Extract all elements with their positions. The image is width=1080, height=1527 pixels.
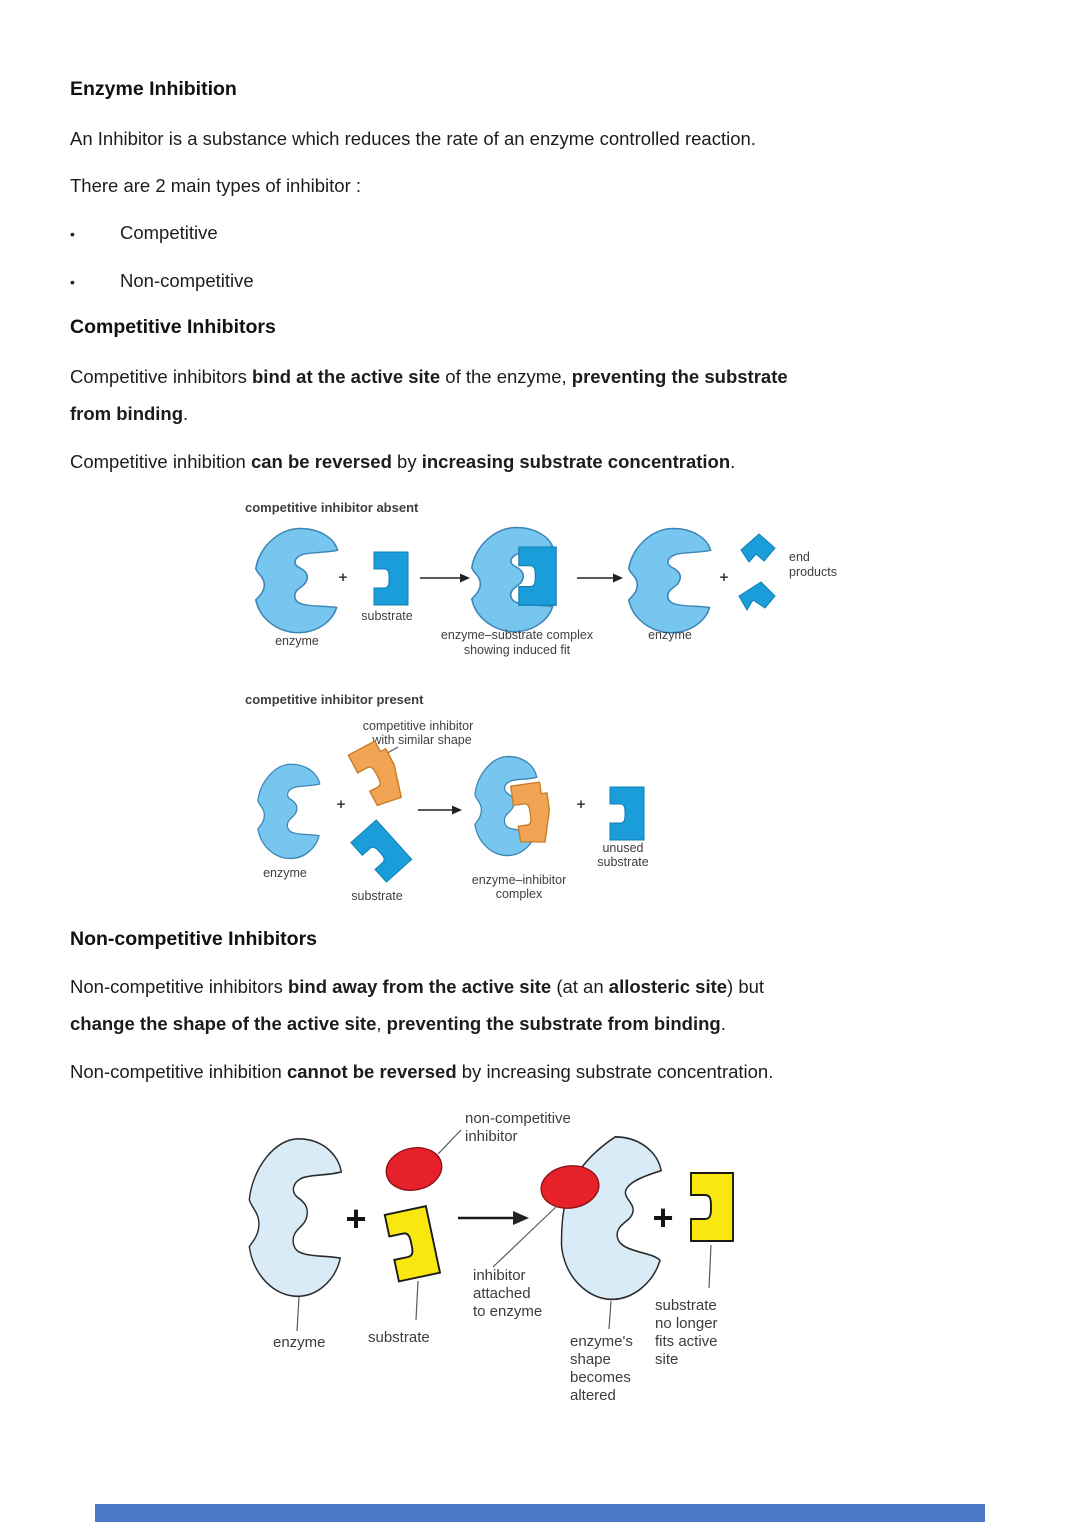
leader-line bbox=[415, 1280, 419, 1321]
plus-sign: + bbox=[345, 1198, 366, 1239]
noncompetitive-inhibitor-label-line1: non-competitive bbox=[465, 1110, 571, 1127]
plus-sign: + bbox=[577, 796, 586, 813]
plus-sign: + bbox=[337, 796, 346, 813]
complex-label-line2: showing induced fit bbox=[464, 643, 571, 657]
inhibitor-attached-label-line1: inhibitor bbox=[473, 1267, 526, 1284]
bullet-icon: • bbox=[70, 274, 75, 290]
enzyme-label: enzyme bbox=[648, 628, 692, 642]
bullet-item-competitive: • Competitive bbox=[70, 222, 218, 244]
leader-line bbox=[492, 1204, 559, 1268]
substrate-nofit-label-line4: site bbox=[655, 1351, 678, 1368]
page-title: Enzyme Inhibition bbox=[70, 78, 237, 100]
competitive-paragraph-2: Competitive inhibition can be reversed b… bbox=[70, 451, 736, 472]
substrate-nofit-label-line3: fits active bbox=[655, 1333, 718, 1350]
inhibitor-attached-shape bbox=[540, 1165, 600, 1209]
substrate-shape bbox=[383, 1205, 442, 1283]
arrow-icon bbox=[577, 573, 623, 583]
substrate-nofit-label-line2: no longer bbox=[655, 1315, 718, 1332]
enzyme-shape bbox=[248, 1137, 343, 1298]
enzyme-substrate-complex-shape bbox=[470, 526, 557, 633]
types-paragraph: There are 2 main types of inhibitor : bbox=[70, 175, 362, 196]
arrow-icon bbox=[420, 573, 470, 583]
leader-line bbox=[296, 1296, 300, 1332]
plus-sign: + bbox=[652, 1197, 673, 1238]
end-products-label-line1: end bbox=[789, 550, 810, 564]
altered-enzyme-label-line4: altered bbox=[570, 1387, 616, 1404]
end-product-shape bbox=[738, 581, 776, 611]
competitive-paragraph-1: Competitive inhibitors bind at the activ… bbox=[70, 366, 788, 424]
substrate-shape bbox=[373, 551, 409, 606]
enzyme-label: enzyme bbox=[273, 1334, 326, 1351]
diagram-noncompetitive: non-competitive inhibitor + + inhibitor bbox=[248, 1110, 734, 1404]
altered-enzyme-label-line2: shape bbox=[570, 1351, 611, 1368]
noncompetitive-inhibitor-shape bbox=[385, 1146, 443, 1192]
enzyme-label: enzyme bbox=[275, 634, 319, 648]
end-product-shape bbox=[740, 533, 776, 563]
intro-paragraph: An Inhibitor is a substance which reduce… bbox=[70, 128, 756, 149]
plus-sign: + bbox=[720, 569, 729, 586]
substrate-label: substrate bbox=[368, 1329, 430, 1346]
enzyme-shape bbox=[257, 763, 321, 860]
noncompetitive-heading: Non-competitive Inhibitors bbox=[70, 928, 318, 950]
bullet-icon: • bbox=[70, 226, 75, 242]
unused-substrate-label-line1: unused bbox=[602, 841, 643, 855]
enzyme-shape bbox=[254, 527, 339, 634]
noncompetitive-paragraph-2: Non-competitive inhibition cannot be rev… bbox=[70, 1061, 774, 1082]
diagram-competitive-absent: competitive inhibitor absent + substrate… bbox=[245, 500, 837, 657]
end-products-label-line2: products bbox=[789, 565, 837, 579]
diagram-title: competitive inhibitor present bbox=[245, 692, 424, 707]
altered-enzyme-shape bbox=[560, 1136, 663, 1301]
inhibitor-attached-label-line2: attached bbox=[473, 1285, 531, 1302]
enzyme-label: enzyme bbox=[263, 866, 307, 880]
altered-enzyme-label-line3: becomes bbox=[570, 1369, 631, 1386]
leader-line bbox=[608, 1300, 612, 1330]
competitive-inhibitor-label-line2: with similar shape bbox=[371, 733, 471, 747]
enzyme-inhibitor-complex-shape bbox=[474, 755, 551, 857]
complex-label-line1: enzyme–substrate complex bbox=[441, 628, 594, 642]
leader-line bbox=[708, 1244, 712, 1289]
plus-sign: + bbox=[339, 569, 348, 586]
arrow-icon bbox=[458, 1211, 529, 1225]
diagram-competitive-present: competitive inhibitor present competitiv… bbox=[245, 692, 649, 903]
arrow-icon bbox=[418, 805, 462, 815]
altered-enzyme-label-line1: enzyme's bbox=[570, 1333, 633, 1350]
competitive-heading: Competitive Inhibitors bbox=[70, 316, 276, 338]
noncompetitive-paragraph-1: Non-competitive inhibitors bind away fro… bbox=[70, 976, 765, 1034]
complex-label-line2: complex bbox=[496, 887, 543, 901]
complex-label-line1: enzyme–inhibitor bbox=[472, 873, 567, 887]
substrate-nofit-label-line1: substrate bbox=[655, 1297, 717, 1314]
competitive-inhibitor-label-line1: competitive inhibitor bbox=[363, 719, 473, 733]
substrate-shape bbox=[350, 819, 413, 883]
unused-substrate-shape bbox=[609, 786, 645, 841]
substrate-label: substrate bbox=[361, 609, 412, 623]
leader-line bbox=[437, 1129, 462, 1155]
diagram-title: competitive inhibitor absent bbox=[245, 500, 419, 515]
bullet-item-noncompetitive: • Non-competitive bbox=[70, 270, 254, 292]
noncompetitive-inhibitor-label-line2: inhibitor bbox=[465, 1128, 518, 1145]
bullet-label: Non-competitive bbox=[120, 270, 254, 291]
bottom-blue-bar bbox=[95, 1504, 985, 1522]
substrate-shape bbox=[690, 1172, 734, 1242]
competitive-inhibitor-shape bbox=[347, 740, 403, 807]
bullet-label: Competitive bbox=[120, 222, 218, 243]
substrate-label: substrate bbox=[351, 889, 402, 903]
unused-substrate-label-line2: substrate bbox=[597, 855, 648, 869]
inhibitor-attached-label-line3: to enzyme bbox=[473, 1303, 542, 1320]
enzyme-shape bbox=[627, 527, 712, 634]
